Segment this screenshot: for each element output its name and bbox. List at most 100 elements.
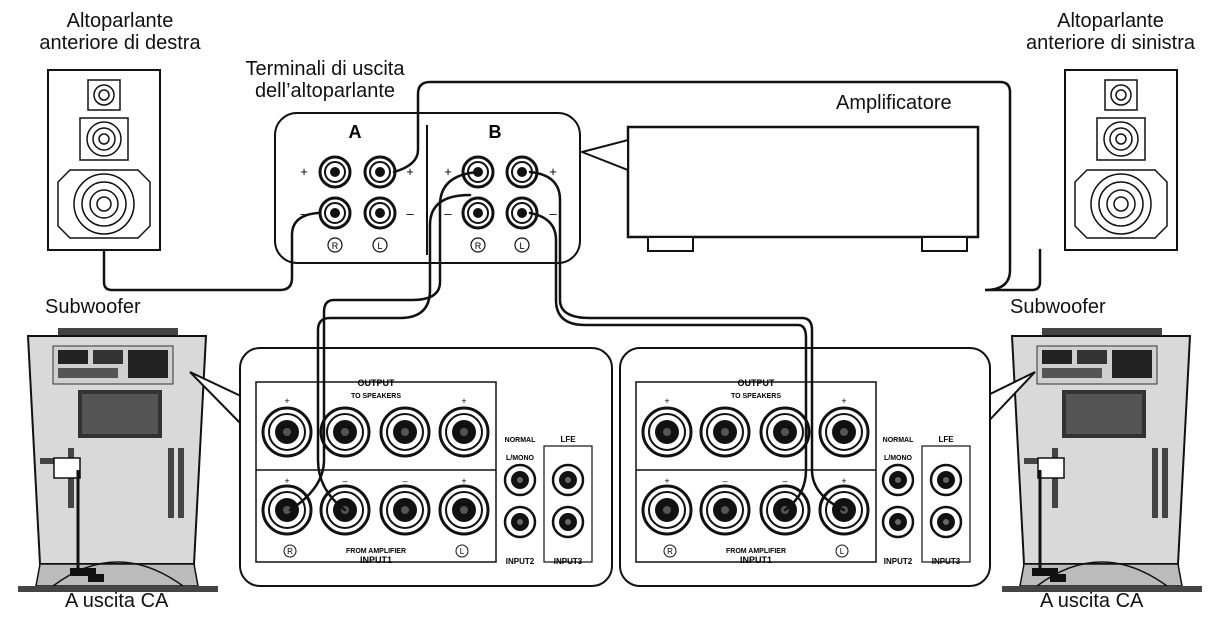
input2-label-left: INPUT2 bbox=[506, 557, 535, 566]
left-out-r-minus[interactable] bbox=[319, 406, 371, 458]
cable-b-to-right-sub-minus bbox=[528, 211, 808, 512]
cable-b-to-right-sub-plus bbox=[528, 170, 846, 512]
terminals-label: Terminali di uscita dell’altoparlante bbox=[220, 58, 430, 102]
terminal-a-l-minus[interactable] bbox=[363, 196, 397, 230]
left-plus-2: + bbox=[461, 396, 466, 406]
plug-right-icon bbox=[1032, 568, 1066, 582]
input1-label-left: INPUT1 bbox=[360, 555, 392, 565]
right-minus-2: – bbox=[782, 476, 787, 486]
right-plus-1: + bbox=[664, 396, 669, 406]
right-plus-2: + bbox=[841, 396, 846, 406]
terminal-b-r-mark: R bbox=[475, 241, 482, 251]
left-plus-4: + bbox=[461, 476, 466, 486]
plug-left-icon bbox=[70, 568, 104, 582]
from-amplifier-label-left: FROM AMPLIFIER bbox=[346, 548, 406, 555]
terminal-a-r-minus[interactable] bbox=[318, 196, 352, 230]
terminal-b-plus-right: + bbox=[549, 164, 557, 179]
terminal-a-plus-left: + bbox=[300, 164, 308, 179]
speaker-left-label-line1: Altoparlante bbox=[1057, 10, 1164, 32]
left-plus-3: + bbox=[284, 476, 289, 486]
cable-left-speaker bbox=[392, 80, 1042, 292]
left-r-mark: R bbox=[287, 547, 293, 556]
subwoofer-right-unit bbox=[1001, 327, 1203, 593]
front-right-speaker bbox=[47, 69, 161, 251]
right-input3-l[interactable] bbox=[929, 463, 963, 497]
right-out-r-minus[interactable] bbox=[699, 406, 751, 458]
cable-b-to-left-sub bbox=[316, 193, 472, 512]
right-in-r-minus[interactable] bbox=[699, 484, 751, 536]
left-out-l-minus[interactable] bbox=[379, 406, 431, 458]
ac-outlet-left-label: A uscita CA bbox=[65, 590, 169, 612]
mono-label-left: L/MONO bbox=[506, 455, 535, 462]
right-in-r-plus[interactable] bbox=[641, 484, 693, 536]
terminal-a-r-mark: R bbox=[332, 241, 339, 251]
left-plus-1: + bbox=[284, 396, 289, 406]
right-plus-4: + bbox=[841, 476, 846, 486]
terminals-label-line2: dell’altoparlante bbox=[254, 80, 396, 102]
terminal-b-minus-left: – bbox=[444, 206, 452, 221]
right-r-mark: R bbox=[667, 547, 673, 556]
left-in-l-minus[interactable] bbox=[379, 484, 431, 536]
mono-label-right: L/MONO bbox=[884, 455, 913, 462]
output-label-right: OUTPUT bbox=[738, 378, 776, 388]
speaker-right-label-line1: Altoparlante bbox=[66, 10, 174, 32]
terminal-a-l-mark: L bbox=[377, 241, 382, 251]
terminal-b-r-minus[interactable] bbox=[461, 196, 495, 230]
lfe-label-right: LFE bbox=[938, 435, 954, 444]
right-plus-3: + bbox=[664, 476, 669, 486]
terminal-b-minus-right: – bbox=[549, 206, 557, 221]
left-out-l-plus[interactable] bbox=[438, 406, 490, 458]
terminal-b-plus-left: + bbox=[444, 164, 452, 179]
terminal-group-b: B bbox=[489, 122, 502, 142]
left-out-r-plus[interactable] bbox=[261, 406, 313, 458]
speaker-right-label: Altoparlante anteriore di destra bbox=[20, 10, 220, 54]
subwoofer-left-label: Subwoofer bbox=[45, 296, 141, 318]
left-in-l-plus[interactable] bbox=[438, 484, 490, 536]
terminal-a-minus-left: – bbox=[300, 206, 308, 221]
terminal-a-minus-right: – bbox=[406, 206, 414, 221]
left-input3-r[interactable] bbox=[551, 505, 585, 539]
amplifier-unit bbox=[578, 125, 980, 252]
left-l-mark: L bbox=[460, 547, 465, 556]
left-input2-r[interactable] bbox=[503, 505, 537, 539]
right-input2-r[interactable] bbox=[881, 505, 915, 539]
right-out-r-plus[interactable] bbox=[641, 406, 693, 458]
terminal-a-plus-right: + bbox=[406, 164, 414, 179]
cable-b-r-plus bbox=[288, 170, 480, 512]
normal-label-right: NORMAL bbox=[883, 437, 914, 444]
speaker-left-label: Altoparlante anteriore di sinistra bbox=[998, 10, 1223, 54]
left-minus-2: – bbox=[402, 476, 407, 486]
amplifier-label: Amplificatore bbox=[836, 92, 952, 114]
subwoofer-right-label: Subwoofer bbox=[1010, 296, 1106, 318]
right-minus-1: – bbox=[722, 476, 727, 486]
terminal-b-l-mark: L bbox=[519, 241, 524, 251]
terminals-label-line1: Terminali di uscita bbox=[245, 58, 405, 80]
terminal-a-r-plus[interactable] bbox=[318, 155, 352, 189]
right-input3-r[interactable] bbox=[929, 505, 963, 539]
right-input2-l[interactable] bbox=[881, 463, 915, 497]
terminal-a-l-plus[interactable] bbox=[363, 155, 397, 189]
input3-label-right: INPUT3 bbox=[932, 557, 961, 566]
speaker-terminals-panel: A B + + – – + + – – R L R L bbox=[274, 112, 581, 264]
right-l-mark: L bbox=[840, 547, 845, 556]
output-label-left: OUTPUT bbox=[358, 378, 396, 388]
right-out-l-plus[interactable] bbox=[818, 406, 870, 458]
left-in-r-plus[interactable] bbox=[261, 484, 313, 536]
to-speakers-label-left: TO SPEAKERS bbox=[351, 393, 401, 400]
input1-label-right: INPUT1 bbox=[740, 555, 772, 565]
power-cords bbox=[76, 470, 1042, 570]
left-input3-l[interactable] bbox=[551, 463, 585, 497]
speaker-cables bbox=[102, 80, 1042, 512]
normal-label-left: NORMAL bbox=[505, 437, 536, 444]
lfe-label-left: LFE bbox=[560, 435, 576, 444]
input2-label-right: INPUT2 bbox=[884, 557, 913, 566]
cable-right-speaker bbox=[102, 211, 320, 292]
input3-label-left: INPUT3 bbox=[554, 557, 583, 566]
speaker-right-label-line2: anteriore di destra bbox=[39, 32, 201, 54]
left-minus-1: – bbox=[342, 476, 347, 486]
speaker-left-label-line2: anteriore di sinistra bbox=[1026, 32, 1195, 54]
right-out-l-minus[interactable] bbox=[759, 406, 811, 458]
to-speakers-label-right: TO SPEAKERS bbox=[731, 393, 781, 400]
left-input2-l[interactable] bbox=[503, 463, 537, 497]
